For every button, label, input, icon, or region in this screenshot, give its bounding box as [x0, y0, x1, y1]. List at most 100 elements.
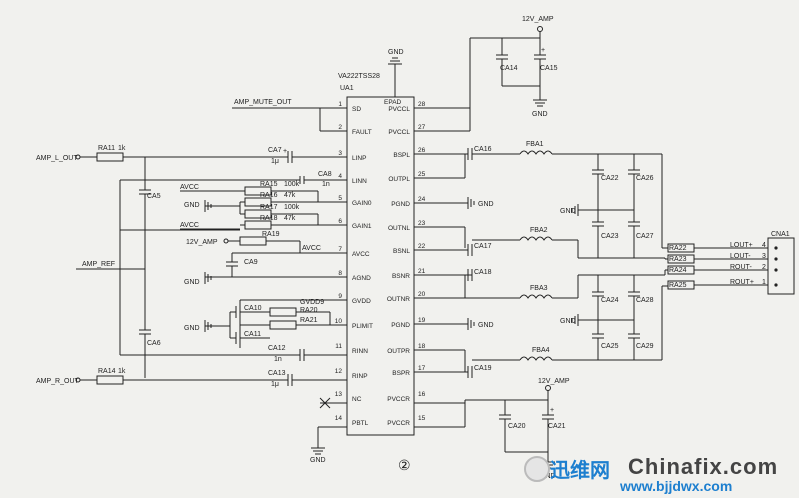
res-ra17-value: 100k — [284, 204, 300, 211]
watermark-en: Chinafix.com — [628, 454, 779, 479]
net-gnd-i: GND — [560, 318, 576, 325]
net-12v-c: 12V_AMP — [538, 378, 570, 385]
ic-right-pin-number: 24 — [418, 196, 426, 203]
res-ra14: RA14 — [98, 368, 116, 375]
ic-left-pin-name: RINP — [352, 373, 368, 380]
res-ra17: RA17 — [260, 204, 278, 211]
svg-text:+: + — [550, 407, 554, 414]
cap-ca16: CA16 — [474, 146, 492, 153]
ic-reference: UA1 — [340, 85, 354, 92]
net-12v-a: 12V_AMP — [186, 239, 218, 246]
net-amp-r-out: AMP_R_OUT — [36, 378, 80, 385]
output-connector: RA22 RA23 RA24 RA25 CNA1 LOUT+4LOUT-3ROU… — [664, 231, 795, 295]
ic-left-pin-number: 11 — [335, 343, 342, 350]
ic-left-pin-number: 9 — [338, 293, 342, 300]
pvccr-supply: 12V_AMP CA20 + CA21 GND — [414, 378, 570, 480]
cap-ca21: CA21 — [548, 423, 566, 430]
net-amp-mute-out: AMP_MUTE_OUT — [234, 99, 292, 106]
cap-ca6: CA6 — [147, 340, 161, 347]
cap-ca14: CA14 — [500, 65, 518, 72]
ic-left-pin-name: LINP — [352, 155, 366, 162]
right-input-net: CA6 CA12 1n AMP_R_OUT RA14 1k CA13 1μ — [36, 269, 347, 388]
ic-left-pin-number: 6 — [338, 218, 342, 225]
connector-pin: 1 — [762, 279, 766, 286]
ic-right-pin-name: PVCCL — [388, 106, 410, 113]
ref-net: AMP_REF — [76, 179, 240, 355]
ic-right-pin-number: 19 — [418, 317, 426, 324]
res-ra14-value: 1k — [118, 368, 126, 375]
ic-left-pin-name: SD — [352, 106, 361, 113]
cap-ca20: CA20 — [508, 423, 526, 430]
ic-left-pin-number: 14 — [335, 415, 343, 422]
connector-signal: LOUT+ — [730, 242, 753, 249]
svg-text:+: + — [541, 47, 545, 54]
cap-ca7: CA7 — [268, 147, 282, 154]
ic-left-pin-number: 12 — [335, 368, 343, 375]
connector-signal: ROUT- — [730, 264, 752, 271]
ic-left-pin-number: 7 — [338, 246, 342, 253]
cap-ca13: CA13 — [268, 370, 286, 377]
ic-left-pin-number: 8 — [338, 270, 342, 277]
res-ra15: RA15 — [260, 181, 278, 188]
cap-ca7-value: 1μ — [271, 158, 279, 165]
res-ra15-value: 100k — [284, 181, 300, 188]
res-ra16: RA16 — [260, 192, 278, 199]
ic-left-pin-name: PBTL — [352, 420, 369, 427]
net-12v-b: 12V_AMP — [522, 16, 554, 23]
inductor-fba4: FBA4 — [532, 347, 550, 354]
ic-right-pin-name: OUTNR — [387, 296, 410, 303]
res-ra16-value: 47k — [284, 192, 296, 199]
ic-left-pin-name: LINN — [352, 178, 367, 185]
connector-pin: 2 — [762, 264, 766, 271]
right-output-filter: CA18 FBA3 GND CA19 FBA4 CA24 CA28 — [414, 269, 668, 378]
ic-right-pin-number: 18 — [418, 343, 426, 350]
watermark-url: www.bjjdwx.com — [620, 478, 733, 494]
connector-pin: 4 — [762, 242, 766, 249]
cap-ca23: CA23 — [601, 233, 619, 240]
figure-number: ② — [398, 457, 411, 473]
ic-right-pin-number: 16 — [418, 391, 426, 398]
ic-right-pin-name: BSNL — [393, 248, 410, 255]
pvccl-supply: 12V_AMP CA14 + CA15 GND — [414, 16, 558, 132]
left-input-net: AMP_L_OUT RA11 1k CA7 1μ + CA5 CA8 1n — [36, 145, 347, 270]
ic-left-pin-number: 10 — [335, 318, 343, 325]
ic-left-pin-number: 4 — [338, 173, 342, 180]
ic-left-pin-number: 2 — [338, 124, 342, 131]
ic-left-pin-name: GAIN1 — [352, 223, 372, 230]
cap-ca13-value: 1μ — [271, 381, 279, 388]
watermark-cn: 迅维网 — [550, 458, 610, 482]
cap-ca29: CA29 — [636, 343, 654, 350]
ic-right-pin-number: 23 — [418, 220, 426, 227]
inductor-fba2: FBA2 — [530, 227, 548, 234]
cap-ca22: CA22 — [601, 175, 619, 182]
cap-ca9: CA9 — [244, 259, 258, 266]
net-amp-ref: AMP_REF — [82, 261, 115, 268]
ic-right-pin-name: BSPL — [393, 152, 410, 159]
ic-right-pin-number: 26 — [418, 147, 426, 154]
ic-left-pin-number: 1 — [338, 101, 342, 108]
net-gnd-e: GND — [532, 111, 548, 118]
mute-net: AMP_MUTE_OUT — [232, 99, 347, 132]
cap-ca12: CA12 — [268, 345, 286, 352]
ic-right-pin-number: 21 — [418, 268, 426, 275]
cap-ca25: CA25 — [601, 343, 619, 350]
connector-signal: LOUT- — [730, 253, 751, 260]
gain-network: AVCC RA15 100k GND RA16 47k RA17 100k AV… — [180, 181, 347, 230]
res-ra25: RA25 — [669, 282, 687, 289]
cap-ca19: CA19 — [474, 365, 492, 372]
ic-left-pin-name: GVDD — [352, 298, 371, 305]
res-ra18-value: 47k — [284, 215, 296, 222]
cap-ca27: CA27 — [636, 233, 654, 240]
ic-right-pin-name: BSPR — [392, 370, 410, 377]
net-gnd-f: GND — [478, 201, 494, 208]
connector-cna1: CNA1 — [771, 231, 790, 238]
watermark: 迅维网 Chinafix.com www.bjjdwx.com — [520, 452, 792, 494]
ic-left-pin-name: RINN — [352, 348, 368, 355]
net-gnd-a: GND — [184, 202, 200, 209]
ic-right-pin-name: PGND — [391, 201, 410, 208]
cap-ca12-value: 1n — [274, 356, 282, 363]
ic-left-pin-number: 5 — [338, 195, 342, 202]
inductor-fba1: FBA1 — [526, 141, 544, 148]
net-avcc-b: AVCC — [180, 222, 199, 229]
